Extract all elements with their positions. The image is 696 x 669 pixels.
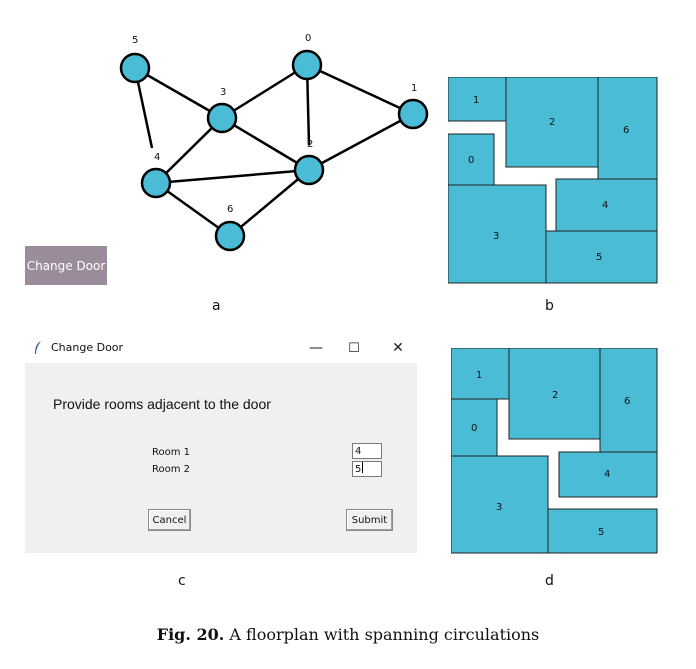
figure-number: Fig. 20. (156, 625, 225, 644)
room-label: 1 (473, 95, 479, 106)
dialog-titlebar: Change Door — ☐ ✕ (25, 335, 417, 363)
graph-node-label: 5 (132, 35, 138, 46)
edge-3-4 (155, 117, 223, 184)
tk-feather-icon (35, 341, 41, 354)
room-4 (555, 178, 658, 232)
panel-letter-d: d (545, 573, 554, 589)
room-label: 4 (604, 469, 610, 480)
dialog-title: Change Door (51, 341, 124, 354)
text-cursor (362, 462, 364, 473)
room-4 (558, 451, 658, 498)
room-label: 0 (471, 423, 477, 434)
room-1 (451, 348, 510, 400)
room-label: 6 (624, 396, 630, 407)
room-3 (448, 184, 547, 284)
panel-letter-c: c (178, 573, 186, 589)
room-5 (545, 230, 658, 284)
edge-3-0 (221, 63, 308, 120)
graph-node-4 (140, 167, 172, 199)
floorplan-b: 1 2 6 0 4 3 5 (448, 77, 658, 284)
room-label: 4 (602, 200, 608, 211)
edge-2-1 (308, 112, 414, 172)
room-label: 3 (496, 502, 502, 513)
adjacency-graph: 0 1 2 3 4 5 6 (119, 33, 429, 252)
graph-node-label: 4 (154, 152, 160, 163)
edge-4-2 (155, 168, 310, 185)
room-2 (505, 77, 599, 168)
room-0 (451, 398, 498, 457)
graph-node-6 (214, 220, 246, 252)
graph-node-label: 6 (227, 204, 233, 215)
room-6 (599, 348, 658, 453)
room1-label: Room 1 (152, 447, 191, 458)
dialog-prompt: Provide rooms adjacent to the door (53, 396, 271, 412)
figure-caption: Fig. 20. A floorplan with spanning circu… (0, 625, 696, 644)
room2-input[interactable]: 5 (352, 461, 382, 477)
room1-input[interactable]: 4 (352, 443, 382, 459)
floorplan-d: 1 2 6 0 4 3 5 (451, 348, 658, 554)
submit-button[interactable]: Submit (346, 509, 393, 531)
room-label: 3 (493, 231, 499, 242)
room-label: 2 (552, 390, 558, 401)
minimize-icon[interactable]: — (309, 340, 323, 356)
dialog-body: Provide rooms adjacent to the door Room … (25, 363, 417, 553)
change-door-button[interactable]: Change Door (25, 246, 107, 285)
graph-node-0 (291, 49, 323, 81)
cancel-button[interactable]: Cancel (148, 509, 191, 531)
graph-node-3 (206, 102, 238, 134)
maximize-icon[interactable]: ☐ (348, 340, 360, 356)
room-label: 5 (596, 252, 602, 263)
edge-6-2 (229, 169, 310, 237)
room-label: 5 (598, 527, 604, 538)
room-label: 6 (623, 125, 629, 136)
room-label: 2 (549, 117, 555, 128)
graph-edges (133, 63, 414, 238)
room-0 (448, 133, 495, 186)
graph-node-label: 3 (220, 87, 226, 98)
room-label: 1 (476, 370, 482, 381)
room-5 (547, 508, 658, 554)
edge-3-2 (221, 116, 310, 172)
graph-node-label: 1 (411, 83, 417, 94)
graph-node-label: 0 (305, 33, 311, 44)
panel-letter-b: b (545, 298, 554, 314)
room-label: 0 (468, 155, 474, 166)
graph-node-2 (293, 154, 325, 186)
room2-label: Room 2 (152, 464, 191, 475)
graph-node-1 (397, 98, 429, 130)
room-3 (451, 455, 549, 554)
edge-5-3 (134, 66, 223, 120)
room-2 (508, 348, 601, 440)
graph-node-label: 2 (307, 139, 313, 150)
room-1 (448, 77, 507, 122)
caption-text: A floorplan with spanning circulations (224, 625, 540, 644)
edge-0-1 (306, 63, 414, 116)
close-icon[interactable]: ✕ (392, 340, 404, 356)
graph-node-5 (119, 52, 151, 84)
panel-letter-a: a (212, 298, 221, 314)
